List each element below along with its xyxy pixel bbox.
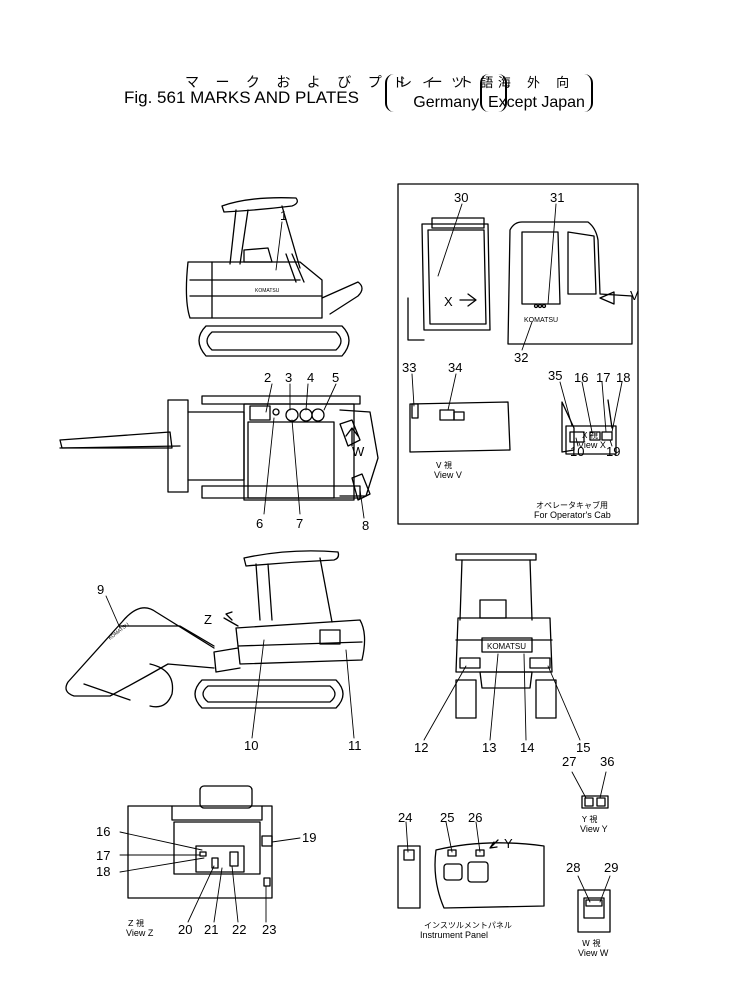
excavator-side-view-boom: Z KOMATSU (65, 550, 366, 709)
view-captions: V 視 View V X 視 View X オペレータキャブ用 For Oper… (126, 431, 611, 958)
excavator-rear-view: KOMATSU (455, 553, 557, 719)
excavator-side-view-top: KOMATSU (185, 197, 363, 357)
callout-2: 2 (264, 370, 271, 385)
callout-7: 7 (296, 516, 303, 531)
callout-28: 28 (566, 860, 580, 875)
callout-6: 6 (256, 516, 263, 531)
callout-22: 22 (232, 922, 246, 937)
view-z-panel (127, 785, 273, 899)
caption-view-x-jp: X 視 (582, 431, 598, 440)
caption-view-y: View Y (580, 824, 608, 834)
callout-10-x: 10 (570, 444, 584, 459)
callout-17-x: 17 (596, 370, 610, 385)
caption-view-v-jp: V 視 (436, 461, 452, 470)
callout-19-x: 19 (606, 444, 620, 459)
caption-view-z-jp: Z 視 (128, 919, 144, 928)
caption-operators-cab-jp: オペレータキャブ用 (536, 500, 608, 510)
callout-4: 4 (307, 370, 314, 385)
caption-instrument-panel: Instrument Panel (420, 930, 488, 940)
callout-18-z: 18 (96, 864, 110, 879)
brand-decal-cab: KOMATSU (524, 317, 558, 324)
view-w-plate (577, 889, 611, 933)
callout-19-z: 19 (302, 830, 316, 845)
callout-30: 30 (454, 190, 468, 205)
callout-23: 23 (262, 922, 276, 937)
callout-12: 12 (414, 740, 428, 755)
callout-32: 32 (514, 350, 528, 365)
excavator-top-view: W (59, 395, 379, 501)
callout-18-x: 18 (616, 370, 630, 385)
y-arrow-label: Y (504, 836, 513, 851)
except-japan-label-en: Except Japan (488, 94, 585, 111)
callout-34: 34 (448, 360, 462, 375)
callout-8: 8 (362, 518, 369, 533)
callout-20: 20 (178, 922, 192, 937)
brand-decal-side: KOMATSU (255, 288, 280, 294)
caption-view-y-jp: Y 視 (581, 815, 597, 824)
callout-14: 14 (520, 740, 534, 755)
leader-lines (105, 203, 623, 923)
view-y-plate (581, 795, 609, 809)
caption-view-z: View Z (126, 928, 154, 938)
z-arrow-label: Z (204, 612, 212, 627)
caption-operators-cab: For Operator's Cab (534, 510, 611, 520)
callout-33: 33 (402, 360, 416, 375)
caption-instrument-panel-jp: インスツルメントパネル (424, 921, 512, 930)
instrument-panel: Y (397, 836, 545, 909)
callout-16-x: 16 (574, 370, 588, 385)
callout-15: 15 (576, 740, 590, 755)
except-japan-label: 海 外 向 Except Japan (480, 74, 593, 112)
callout-17-z: 17 (96, 848, 110, 863)
callout-3: 3 (285, 370, 292, 385)
callout-25: 25 (440, 810, 454, 825)
germany-label-jp: ド イ ツ 語 (393, 76, 500, 91)
caption-view-v: View V (434, 470, 462, 480)
germany-label: ド イ ツ 語 Germany (385, 74, 508, 112)
title-japanese: マ ー ク お よ び プ レ ー ト (185, 75, 480, 91)
germany-label-en: Germany (413, 94, 480, 111)
callout-27: 27 (562, 754, 576, 769)
figure-title: Fig. 561 MARKS AND PLATES (124, 88, 359, 107)
caption-view-w: View W (578, 948, 609, 958)
callout-24: 24 (398, 810, 412, 825)
callout-13: 13 (482, 740, 496, 755)
callout-31: 31 (550, 190, 564, 205)
callout-9: 9 (97, 582, 104, 597)
callout-5: 5 (332, 370, 339, 385)
w-arrow-label: W (352, 444, 365, 459)
callout-29: 29 (604, 860, 618, 875)
callout-26: 26 (468, 810, 482, 825)
brand-decal-rear: KOMATSU (487, 642, 526, 651)
callout-21: 21 (204, 922, 218, 937)
callout-35: 35 (548, 368, 562, 383)
callout-numbers: 1 2 3 4 5 6 7 8 9 10 11 12 13 14 15 16 1… (96, 190, 630, 937)
callout-16-z: 16 (96, 824, 110, 839)
callout-11: 11 (348, 738, 362, 753)
callout-36: 36 (600, 754, 614, 769)
v-arrow-label: V (630, 288, 639, 303)
callout-10: 10 (244, 738, 258, 753)
except-japan-label-jp: 海 外 向 (497, 76, 576, 91)
operators-cab-inset: KOMATSU X V (397, 183, 639, 525)
callout-1: 1 (280, 208, 287, 223)
x-arrow-label: X (444, 294, 453, 309)
caption-view-x: View X (578, 440, 606, 450)
caption-view-w-jp: W 視 (582, 939, 600, 948)
